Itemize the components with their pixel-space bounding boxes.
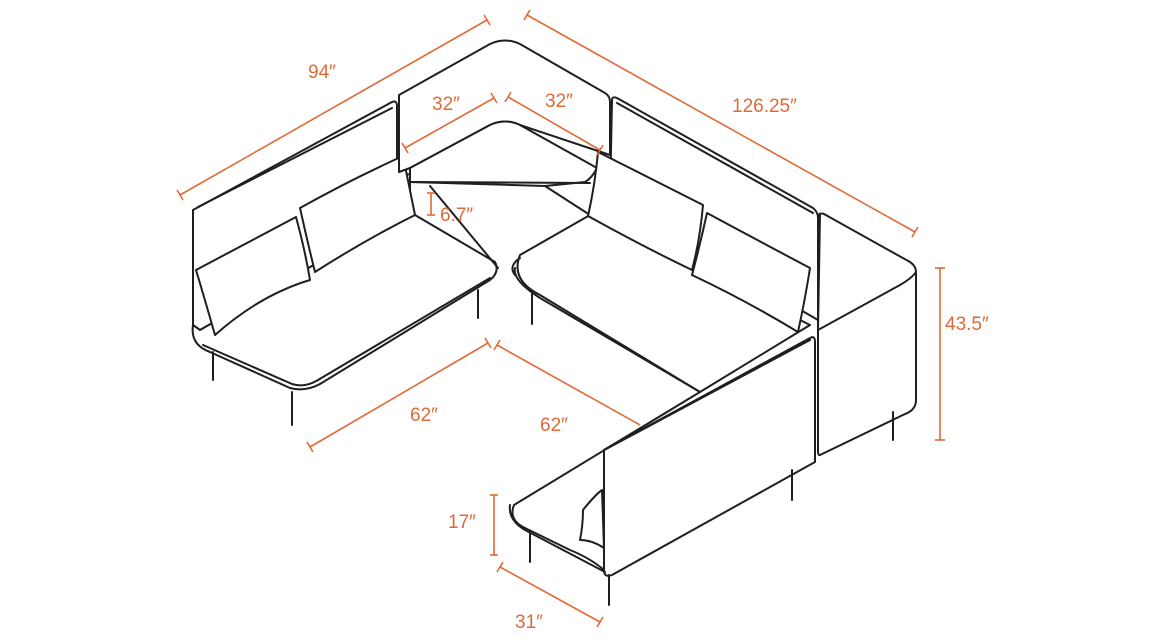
dim-label-inner-right: 62″ bbox=[540, 415, 568, 436]
right-cushion-1 bbox=[587, 151, 704, 271]
right-cushion-2 bbox=[691, 212, 811, 333]
dim-label-total-height: 43.5″ bbox=[945, 314, 989, 335]
dim-label-left-width: 94″ bbox=[308, 62, 336, 83]
front-cushion bbox=[579, 489, 605, 549]
front-seat bbox=[508, 391, 701, 573]
dim-label-corner-left: 32″ bbox=[432, 94, 460, 115]
front-back-panel bbox=[603, 336, 816, 577]
dim-label-inner-left: 62″ bbox=[410, 405, 438, 426]
dim-label-corner-right: 32″ bbox=[545, 91, 573, 112]
dim-label-right-width: 126.25″ bbox=[732, 96, 797, 117]
left-cushion-2 bbox=[299, 155, 416, 273]
dim-label-table-height: 6.7″ bbox=[440, 205, 473, 226]
left-cushion-1 bbox=[195, 216, 311, 336]
dim-label-seat-height: 17″ bbox=[448, 512, 476, 533]
dimension-lines bbox=[176, 9, 945, 628]
dim-label-seat-depth: 31″ bbox=[515, 612, 543, 633]
sofa-drawing bbox=[191, 39, 917, 606]
end-module bbox=[817, 212, 917, 457]
